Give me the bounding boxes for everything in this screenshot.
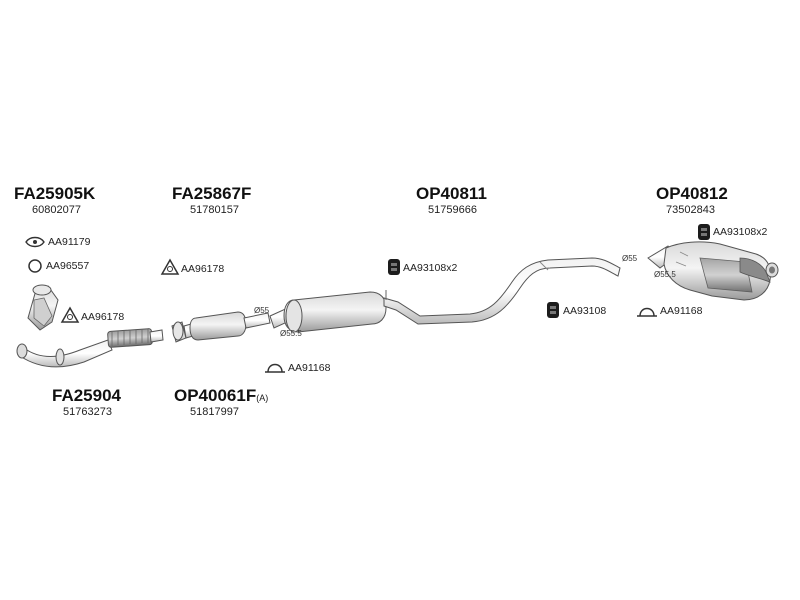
accessory-label-aa93108-single: AA93108 (563, 305, 607, 317)
accessory-label-aa96178-left: AA96178 (81, 311, 125, 323)
part-code-op40811: OP40811 (416, 184, 487, 203)
gasket-icon-aa91179 (25, 236, 45, 248)
middle-silencer-drawing (269, 257, 621, 333)
part-code-fa25904: FA25904 (52, 386, 121, 405)
accessory-code-aa93108-rear: AA93108 (713, 226, 757, 238)
accessory-label-aa91168-front: AA91168 (288, 362, 331, 374)
centre-pipe-drawing (171, 311, 271, 343)
part-number-fa25867f: 51780157 (190, 204, 239, 216)
accessory-label-aa91168-rear: AA91168 (660, 305, 703, 317)
accessory-label-aa96557: AA96557 (46, 260, 90, 272)
accessory-label-aa93108-rear: AA93108x2 (713, 226, 767, 238)
part-code-op40812: OP40812 (656, 184, 728, 203)
accessory-code-aa93108-mid: AA93108 (403, 262, 447, 274)
diameter-label-55-centre: Ø55 (254, 306, 270, 315)
rubber-mount-icon-aa93108-mid (388, 259, 400, 275)
clamp-icon-aa96178-mid (160, 258, 180, 275)
part-number-fa25905k: 60802077 (32, 204, 81, 216)
diameter-label-555-centre: Ø55.5 (280, 329, 302, 338)
part-code-op40061f-suffix: (A) (256, 393, 269, 403)
rubber-mount-icon-aa93108-rear (698, 224, 710, 240)
accessory-label-aa96178-mid: AA96178 (181, 263, 225, 275)
part-number-op40812: 73502843 (666, 204, 715, 216)
part-number-fa25904: 51763273 (63, 406, 112, 418)
rear-silencer-drawing (647, 241, 779, 301)
front-pipe-drawing (16, 328, 164, 368)
part-number-op40061f: 51817997 (190, 406, 239, 418)
accessory-qty-aa93108-mid: x2 (446, 262, 458, 274)
accessory-label-aa93108-mid: AA93108x2 (403, 262, 457, 274)
diameter-label-555-rear: Ø55.5 (654, 270, 676, 279)
clamp-icon-aa91168-front (265, 363, 285, 373)
part-number-op40811: 51759666 (428, 204, 477, 216)
rubber-mount-icon-aa93108-single (547, 302, 559, 318)
part-code-op40061f-group: OP40061F(A) (174, 386, 268, 406)
part-code-op40061f: OP40061F (174, 386, 257, 405)
part-code-fa25867f: FA25867F (172, 184, 252, 203)
clamp-icon-aa96178-left (60, 306, 80, 323)
accessory-label-aa91179: AA91179 (48, 236, 91, 248)
catalytic-converter-drawing (27, 284, 59, 331)
diameter-label-55-rear: Ø55 (622, 254, 638, 263)
ring-icon-aa96557 (28, 259, 42, 273)
clamp-icon-aa91168-rear (637, 307, 657, 317)
part-code-fa25905k: FA25905K (14, 184, 96, 203)
accessory-qty-aa93108-rear: x2 (756, 226, 768, 238)
